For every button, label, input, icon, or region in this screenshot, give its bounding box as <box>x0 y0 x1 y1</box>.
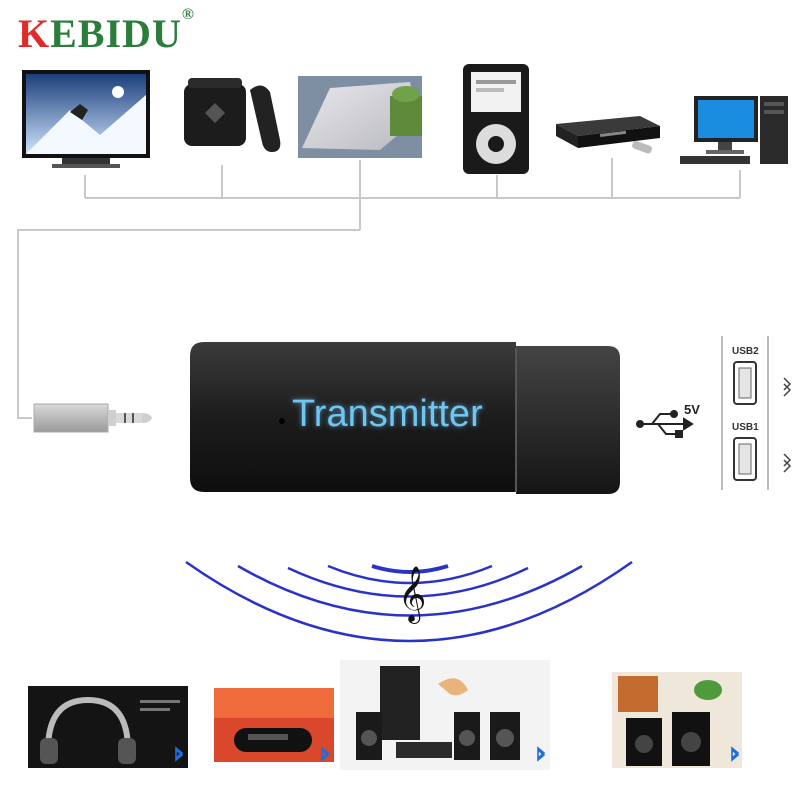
bluetooth-speaker-icon <box>214 688 334 762</box>
transmitter-dongle <box>190 342 620 494</box>
brand-logo: KEBIDU® <box>18 5 195 56</box>
music-note-icon: 𝄞 <box>398 566 426 624</box>
headphones-icon <box>28 686 188 768</box>
bookshelf-speakers-icon <box>612 672 742 768</box>
audio-jack-icon <box>33 403 152 433</box>
mp3-player-icon <box>463 64 529 174</box>
bluetooth-icon <box>175 746 740 762</box>
tv-box-icon <box>184 78 281 152</box>
usb-panel <box>721 336 792 490</box>
dvd-player-icon <box>556 116 660 154</box>
svg-text:𝄞: 𝄞 <box>398 566 426 624</box>
transmitter-label: Transmitter <box>292 393 483 435</box>
tv-icon <box>22 70 150 168</box>
laptop-icon <box>298 76 422 158</box>
usb1-label: USB1 <box>732 422 759 433</box>
signal-waves <box>185 560 633 643</box>
connector-lines <box>17 158 741 421</box>
home-theater-icon <box>340 660 550 770</box>
desktop-computer-icon <box>680 96 788 164</box>
usb-voltage-label: 5V <box>684 402 700 417</box>
registered-mark: ® <box>181 5 195 23</box>
usb-symbol-icon <box>636 410 694 438</box>
brand-name: EBIDU <box>50 11 182 56</box>
usb2-label: USB2 <box>732 346 759 357</box>
